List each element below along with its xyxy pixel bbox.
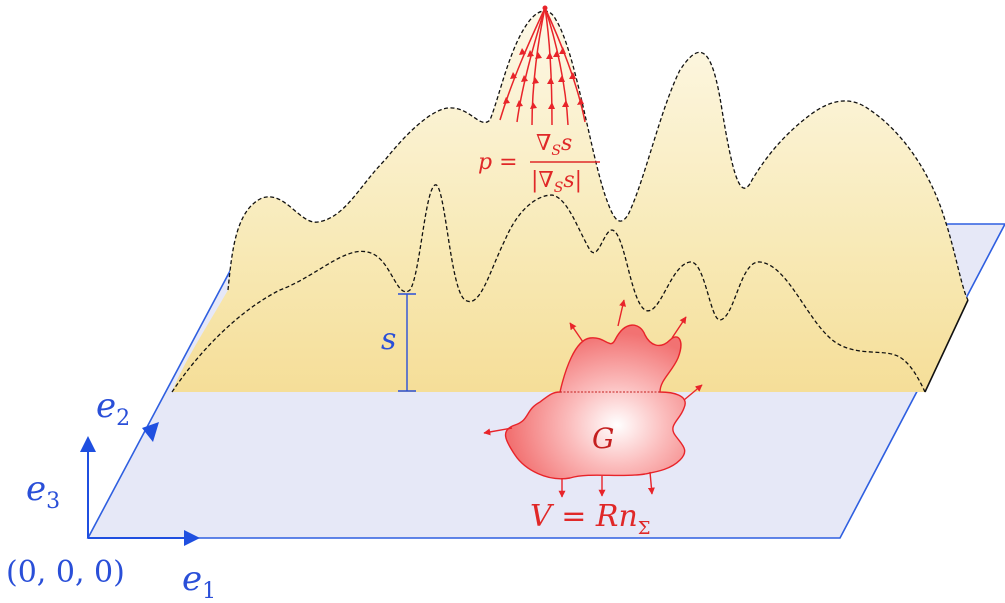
surface-right-edge [924,299,969,393]
label-G: G [592,422,614,455]
label-e1: e1 [182,559,216,603]
normal-velocity-arrows [483,299,703,498]
label-e2: e2 [96,386,130,431]
gradient-flow-lines [499,7,586,126]
svg-text:p =: p = [478,150,518,175]
lower-contour-curve [171,184,926,393]
e1-arrowhead-icon [184,530,200,546]
region-G-blob [504,324,686,480]
svg-text:|∇Ss|: |∇Ss| [531,168,582,196]
svg-text:∇Ss: ∇Ss [536,131,572,159]
axes [80,422,200,546]
surface-height-field [172,11,968,392]
label-e3: e3 [26,469,60,514]
label-origin: (0, 0, 0) [6,555,125,590]
p-formula: p = ∇Ss |∇Ss| [478,131,600,196]
s-measure-bar [398,293,416,392]
e3-arrowhead-icon [80,436,96,452]
flow-arrowheads [503,5,584,109]
label-s: s [381,322,396,357]
label-V-formula: V = RnΣ [530,499,651,539]
e2-arrowhead-icon [142,422,159,442]
upper-contour-curve [227,10,969,301]
